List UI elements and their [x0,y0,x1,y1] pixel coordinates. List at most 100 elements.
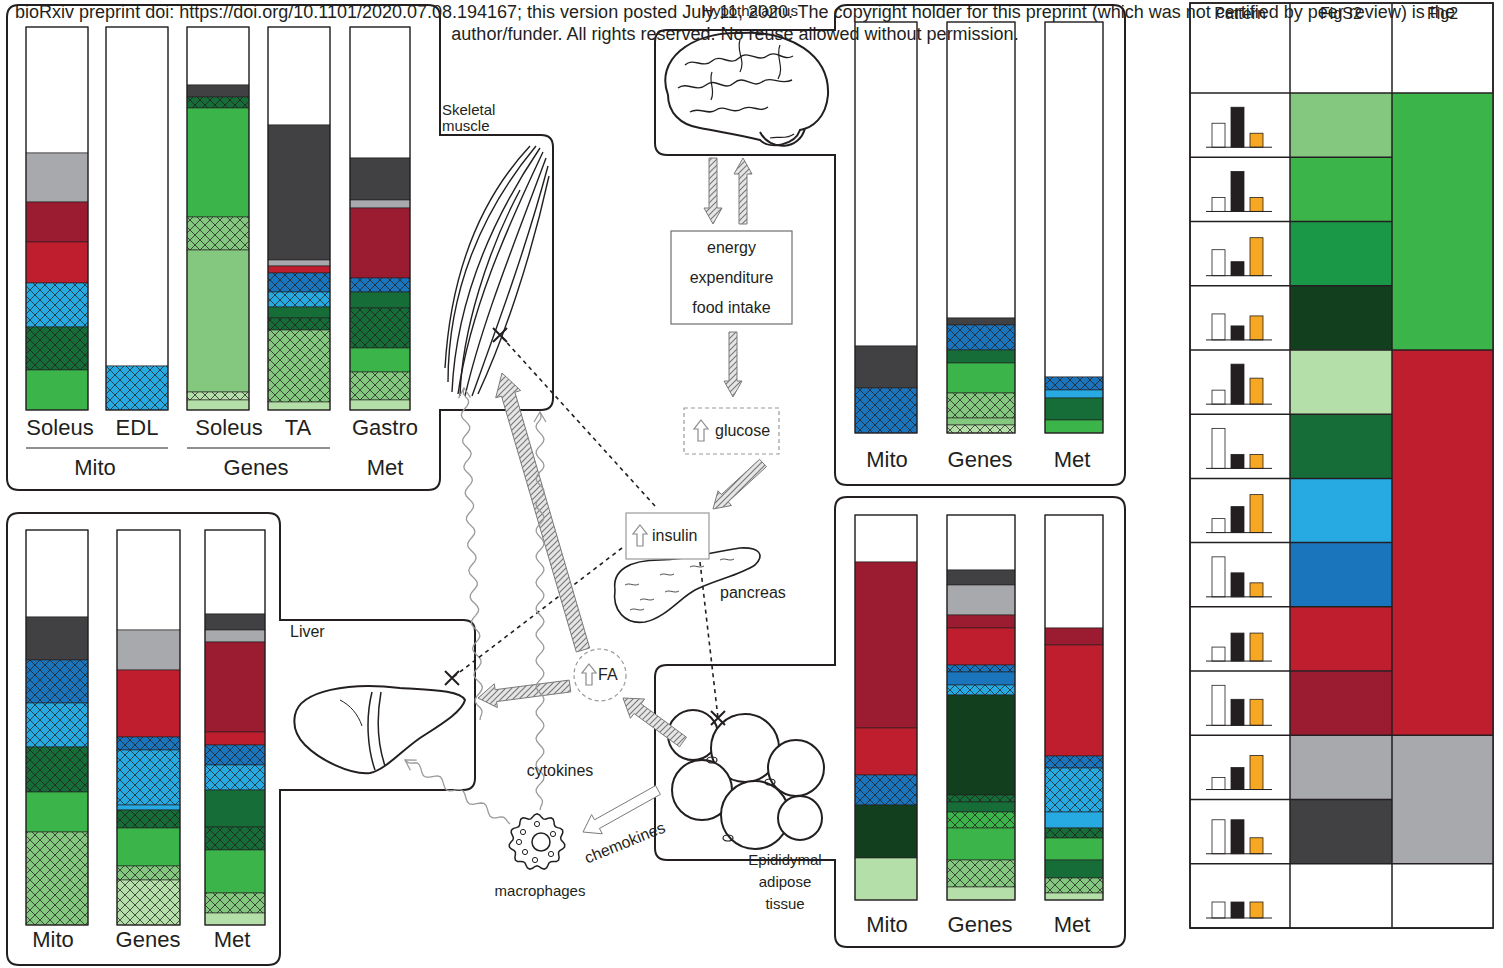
table-cell [1290,735,1392,799]
cell-granule [550,831,555,836]
node-text: Liver [290,623,350,641]
table-cell [1290,286,1392,350]
pattern-glyph [1206,685,1272,725]
table-header: Pattern [1190,4,1290,24]
increase-icon [582,664,596,685]
node-text: Epididymal adipose tissue [740,849,830,915]
table-rule [1190,221,1392,223]
panel-outline [7,5,553,490]
node-text: Met [345,455,425,481]
table-header: FigS2 [1290,4,1392,24]
table-cell [1290,671,1392,735]
cell-granule [516,839,521,844]
cell-granule [532,857,537,862]
node-text: Soleus [20,415,100,441]
node-text: Met [1032,447,1112,473]
box-outline [684,408,779,454]
pattern-glyph [1206,820,1272,854]
organ-panel: LiverMitoGenesMet [7,513,475,965]
table-rule [1190,92,1392,94]
pattern-glyph [1206,633,1272,661]
pattern-glyph [1206,428,1272,468]
table-rule [1391,3,1393,928]
node-text: macrophages [490,882,590,900]
node-text: EDL [97,415,177,441]
table-rule [1190,863,1392,865]
dashed-circle: FA [573,648,627,702]
table-rule [1190,542,1392,544]
table-cell [1392,735,1493,863]
table-header: Fig2 [1392,4,1493,24]
node-text: Genes [216,455,296,481]
table-cell [1290,607,1392,671]
edge-label: cytokines [527,762,594,780]
cell-membrane [509,814,564,869]
connector [734,158,752,224]
node-text: FA [598,665,628,685]
table-rule [1190,927,1392,929]
table-rule [1190,285,1392,287]
node-text: Skeletal muscle [442,102,512,134]
pattern-glyph [1206,756,1272,790]
node-outline [655,497,1125,947]
node-text: energy expenditure food intake [678,233,785,323]
connector [496,373,590,652]
pattern-glyph [1206,364,1272,404]
pattern-glyph [1206,557,1272,597]
connector [713,459,766,509]
pattern-glyph [1206,314,1272,340]
table-rule [1190,413,1392,415]
node-text: Mito [847,447,927,473]
panel-outline [7,513,475,965]
table-cell [1290,800,1392,864]
connector [704,158,722,224]
node-text: Genes [940,912,1020,938]
table-rule [1190,799,1392,801]
pattern-glyph [1206,107,1272,147]
pattern-glyph [1206,171,1272,211]
table-cell [1392,350,1493,735]
connector [724,332,742,397]
table-cell [1290,350,1392,414]
node-text: Met [1032,912,1112,938]
table-rule [1392,92,1493,94]
table-rule [1190,478,1392,480]
pattern-glyph [1206,238,1272,276]
macrophage-cell: macrophages [495,812,585,902]
pattern-glyph [1206,902,1272,918]
node-text: Met [192,927,272,953]
connector [478,680,571,708]
table-rule [1190,670,1392,672]
table-cell [1290,221,1392,285]
table-rule [1392,735,1493,737]
table-rule [1392,927,1493,929]
table-rule [1190,735,1392,737]
table-frame [1190,3,1493,928]
process-box: energy expenditure food intake [670,230,793,325]
node-outline [7,513,475,965]
node-text: insulin [652,526,712,546]
node-text: TA [258,415,338,441]
cell-granule [520,829,525,834]
table-rule [1190,156,1392,158]
table-cell [1392,864,1493,928]
table-cell [1290,414,1392,478]
node-text: Mito [55,455,135,481]
node-text: Mito [13,927,93,953]
table-cell [1290,93,1392,157]
node-text: Gastro [345,415,425,441]
panel-outline [655,5,1125,485]
box-outline [671,231,792,324]
cell-nucleus [532,833,550,851]
increase-icon [694,420,708,441]
cell-granule [548,851,553,856]
table-cell [1290,157,1392,221]
node-text: Soleus [189,415,269,441]
increase-icon [633,525,647,546]
cell-granule [534,821,539,826]
node-text: Mito [847,912,927,938]
node-text: Genes [940,447,1020,473]
table-rule [1289,3,1291,928]
table-rule [1190,606,1392,608]
